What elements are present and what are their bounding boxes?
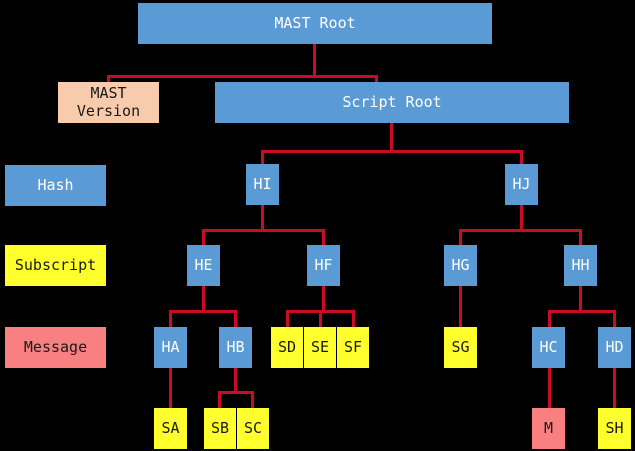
node-hg[interactable]: HG <box>444 245 477 286</box>
edge-to-sc <box>251 391 254 410</box>
edge-mast-root-stem <box>313 44 316 78</box>
node-label-hf: HF <box>314 255 333 274</box>
edge-hh-stem <box>579 286 582 313</box>
edge-hg-to-sg <box>459 286 462 329</box>
node-sa[interactable]: SA <box>154 408 187 449</box>
legend-label-hash: Hash <box>37 175 74 194</box>
node-label-hg: HG <box>451 255 470 274</box>
node-hb[interactable]: HB <box>219 327 252 368</box>
node-sf[interactable]: SF <box>337 327 369 368</box>
edge-to-hj <box>520 150 523 165</box>
node-hf[interactable]: HF <box>307 245 340 286</box>
node-label-sc: SC <box>243 418 263 437</box>
edge-to-hd <box>613 310 616 329</box>
legend-item-subscript: Subscript <box>5 245 106 286</box>
edge-hh-bus <box>548 310 616 313</box>
edge-he-stem <box>202 286 205 313</box>
edge-to-se <box>319 310 322 329</box>
node-label-hi: HI <box>253 174 272 193</box>
edge-to-script-root <box>375 75 378 84</box>
node-label-hj: HJ <box>512 174 531 193</box>
node-label-sd: SD <box>277 337 297 356</box>
legend-item-message: Message <box>5 327 106 368</box>
edge-to-ha <box>169 310 172 329</box>
edge-to-sf <box>352 310 355 329</box>
node-sh[interactable]: SH <box>598 408 631 449</box>
node-hh[interactable]: HH <box>564 245 597 286</box>
node-hj[interactable]: HJ <box>505 164 538 205</box>
node-label-sa: SA <box>161 418 180 437</box>
edge-mast-root-bus <box>107 75 377 78</box>
node-label-m: M <box>543 418 554 437</box>
node-label-he: HE <box>194 255 213 274</box>
edge-hj-bus <box>459 229 581 232</box>
node-label-hb: HB <box>226 337 245 356</box>
node-script-root[interactable]: Script Root <box>215 82 569 123</box>
edge-script-root-stem <box>390 122 393 153</box>
node-sb[interactable]: SB <box>204 408 236 449</box>
node-label-sf: SF <box>343 337 363 356</box>
node-mast-root[interactable]: MAST Root <box>138 3 492 44</box>
edge-to-hh <box>579 229 582 247</box>
edge-hb-stem <box>234 367 237 394</box>
node-he[interactable]: HE <box>187 245 220 286</box>
node-mast-version[interactable]: MAST Version <box>58 82 159 123</box>
edge-to-hf <box>322 229 325 247</box>
edge-hd-to-sh <box>613 367 616 410</box>
node-se[interactable]: SE <box>304 327 336 368</box>
node-label-hd: HD <box>605 337 624 356</box>
edge-to-hc <box>548 310 551 329</box>
node-sd[interactable]: SD <box>271 327 303 368</box>
node-label-sg: SG <box>451 337 470 356</box>
node-label-sh: SH <box>605 418 624 437</box>
edge-hi-stem <box>261 205 264 232</box>
edge-to-mast-version <box>107 75 110 84</box>
node-label-sb: SB <box>210 418 230 437</box>
edge-ha-to-sa <box>169 367 172 410</box>
edge-hf-stem <box>322 286 325 313</box>
node-label-ha: HA <box>161 337 180 356</box>
node-label-script-root: Script Root <box>342 92 442 111</box>
edge-he-bus <box>169 310 237 313</box>
node-label-hh: HH <box>571 255 590 274</box>
edge-to-hi <box>261 150 264 165</box>
edge-to-hg <box>459 229 462 247</box>
edge-hb-bus <box>218 391 254 394</box>
edge-script-root-bus <box>261 150 522 153</box>
node-m[interactable]: M <box>532 408 565 449</box>
edge-hj-stem <box>520 205 523 232</box>
node-sc[interactable]: SC <box>237 408 269 449</box>
node-label-se: SE <box>310 337 330 356</box>
node-label-mast-version: MAST Version <box>76 83 141 120</box>
node-hc[interactable]: HC <box>532 327 565 368</box>
node-sg[interactable]: SG <box>444 327 477 368</box>
legend-item-hash: Hash <box>5 165 106 206</box>
edge-to-he <box>202 229 205 247</box>
edge-hc-to-m <box>548 367 551 410</box>
node-label-mast-root: MAST Root <box>274 13 356 32</box>
legend-label-subscript: Subscript <box>14 255 97 274</box>
edge-to-sd <box>286 310 289 329</box>
node-hi[interactable]: HI <box>246 164 279 205</box>
legend-label-message: Message <box>23 337 88 356</box>
node-label-hc: HC <box>539 337 558 356</box>
edge-to-hb <box>234 310 237 329</box>
edge-to-sb <box>218 391 221 410</box>
edge-hi-bus <box>202 229 324 232</box>
node-hd[interactable]: HD <box>598 327 631 368</box>
node-ha[interactable]: HA <box>154 327 187 368</box>
